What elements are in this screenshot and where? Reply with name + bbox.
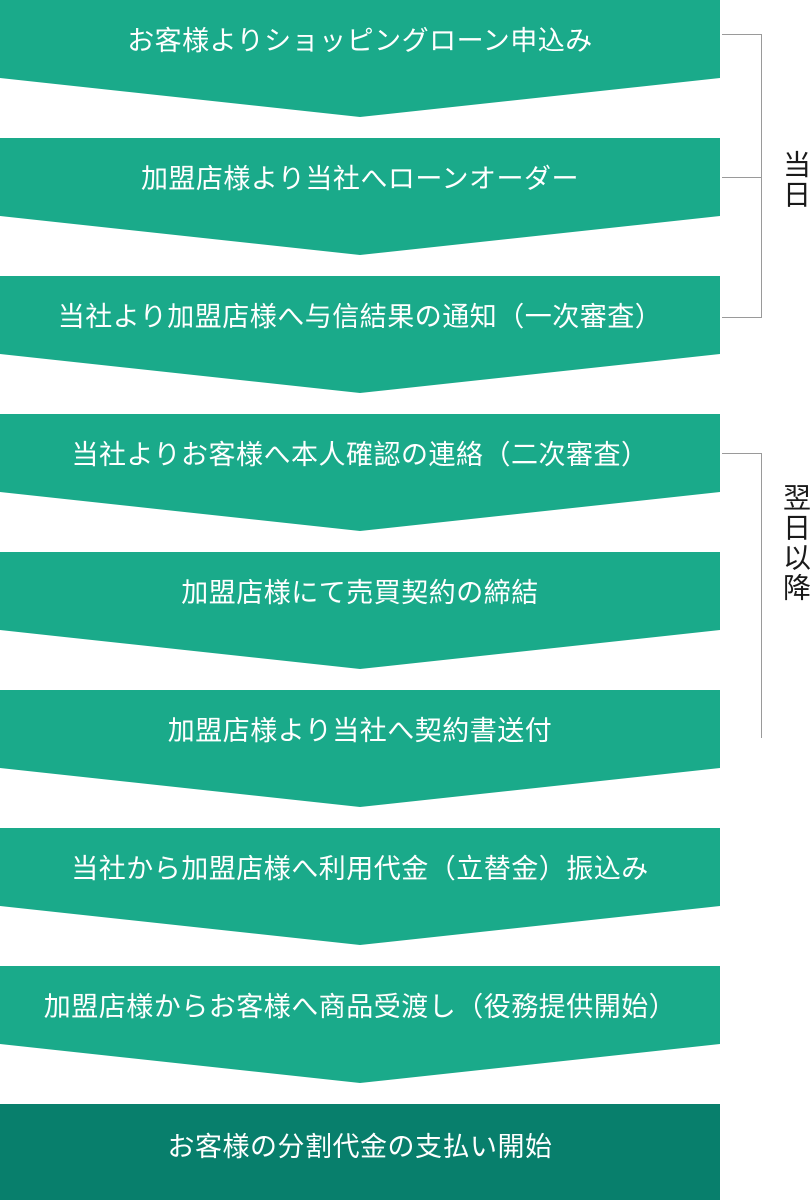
phase-bracket-same-day — [722, 34, 762, 318]
flow-step-label: 加盟店様にて売買契約の締結 — [181, 578, 539, 609]
flow-step-5: 加盟店様にて売買契約の締結 — [0, 552, 720, 669]
phase-bracket-tick — [722, 177, 762, 178]
flow-step-label: 加盟店様からお客様へ商品受渡し（役務提供開始） — [43, 992, 677, 1023]
flow-step-2: 加盟店様より当社へローンオーダー — [0, 138, 720, 255]
phase-bracket-next-day — [722, 453, 762, 738]
flow-step-label: お客様の分割代金の支払い開始 — [167, 1132, 553, 1163]
flow-step-7: 当社から加盟店様へ利用代金（立替金）振込み — [0, 828, 720, 945]
flow-step-label: 当社から加盟店様へ利用代金（立替金）振込み — [71, 854, 649, 885]
flow-step-6: 加盟店様より当社へ契約書送付 — [0, 690, 720, 807]
flow-step-9-final: お客様の分割代金の支払い開始 — [0, 1104, 720, 1200]
flow-step-3: 当社より加盟店様へ与信結果の通知（一次審査） — [0, 276, 720, 393]
flow-step-label: 加盟店様より当社へローンオーダー — [140, 164, 580, 195]
flow-step-label: 当社より加盟店様へ与信結果の通知（一次審査） — [57, 302, 663, 333]
flow-step-8: 加盟店様からお客様へ商品受渡し（役務提供開始） — [0, 966, 720, 1083]
flow-step-label: 当社よりお客様へ本人確認の連絡（二次審査） — [71, 440, 649, 471]
flow-diagram: お客様よりショッピングローン申込み 加盟店様より当社へローンオーダー 当社より加… — [0, 0, 720, 1200]
flow-step-label: お客様よりショッピングローン申込み — [127, 26, 593, 57]
phase-label-next-day: 翌日以降 — [779, 483, 812, 603]
flow-step-1: お客様よりショッピングローン申込み — [0, 0, 720, 117]
flow-step-label: 加盟店様より当社へ契約書送付 — [167, 716, 553, 747]
flow-step-4: 当社よりお客様へ本人確認の連絡（二次審査） — [0, 414, 720, 531]
phase-label-same-day: 当日 — [779, 150, 812, 210]
